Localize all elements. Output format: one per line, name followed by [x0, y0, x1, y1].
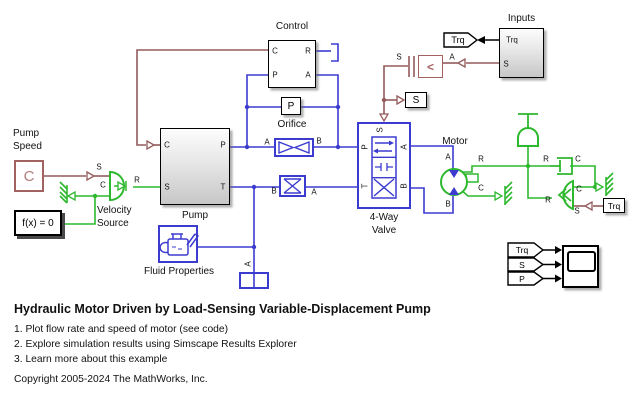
damper-icon[interactable] — [550, 157, 573, 175]
check-valve-icon[interactable] — [279, 175, 306, 197]
scope-tag-p-label[interactable]: P — [519, 273, 525, 284]
port-label-b: B — [399, 183, 409, 189]
pump-subsystem-block[interactable] — [160, 128, 230, 205]
trq-from-label: Trq — [607, 200, 621, 211]
velocity-source-label: Velocity Source — [97, 205, 132, 229]
port-label-r: R — [543, 154, 549, 164]
port-label-p: P — [220, 140, 226, 150]
port-label-a: A — [445, 152, 451, 162]
ps-converter-glyph: < — [426, 59, 434, 74]
torque-source-icon[interactable] — [557, 179, 574, 211]
pressure-sensor-letter: P — [287, 100, 295, 112]
port-label-c: C — [100, 180, 106, 190]
fluid-properties-label: Fluid Properties — [143, 266, 215, 277]
rotational-reference-left-icon[interactable] — [59, 181, 76, 204]
scope-tag-trq-shape — [507, 242, 545, 258]
fluid-properties-block[interactable] — [158, 225, 198, 263]
port-label-a: A — [311, 187, 317, 197]
inertia-icon[interactable] — [517, 113, 539, 147]
physical-signal-arrows — [86, 57, 593, 212]
note-item-2[interactable]: 2. Explore simulation results using Sims… — [14, 339, 297, 350]
rotational-reference-motor-icon[interactable] — [494, 181, 513, 205]
port-label-c: C — [164, 140, 170, 150]
port-label-a: A — [264, 137, 270, 147]
port-label-b: B — [445, 199, 451, 209]
valve-label: 4-Way Valve — [369, 212, 399, 236]
hydraulic-wires — [198, 43, 454, 273]
signal-wires — [485, 39, 555, 280]
port-label-c: C — [575, 154, 581, 164]
motor-icon[interactable] — [440, 168, 479, 196]
scope-screen-icon — [567, 251, 596, 272]
port-label-a: A — [449, 52, 455, 62]
port-label-b: B — [271, 186, 277, 196]
control-label: Control — [275, 21, 309, 32]
control-subsystem-block[interactable] — [268, 40, 316, 88]
port-label-s: S — [164, 182, 170, 192]
port-label-p: P — [272, 70, 278, 80]
port-label-b: B — [316, 136, 322, 146]
motor-label: Motor — [442, 136, 468, 147]
port-label-t: T — [360, 183, 370, 189]
signal-arrowheads — [477, 36, 562, 283]
trq-goto-tag-shape — [443, 32, 479, 48]
port-label-a: A — [243, 261, 253, 267]
port-label-s: S — [503, 59, 509, 69]
scope-block[interactable] — [562, 245, 599, 288]
port-label-r: R — [305, 46, 311, 56]
hydraulic-reference-icon[interactable] — [239, 272, 269, 289]
port-label-a: A — [399, 144, 409, 150]
trq-goto-label[interactable]: Trq — [451, 35, 465, 45]
port-label-s: S — [396, 52, 402, 62]
port-label-p: P — [360, 144, 370, 150]
port-label-c: C — [478, 183, 484, 193]
pressure-sensor-block[interactable]: P — [281, 97, 301, 115]
port-label-c: C — [576, 184, 582, 194]
scope-tag-s-label[interactable]: S — [519, 259, 525, 270]
oil-can-icon — [159, 233, 200, 256]
note-item-1[interactable]: 1. Plot flow rate and speed of motor (se… — [14, 324, 229, 335]
ps-converter-block[interactable]: < — [418, 55, 443, 78]
port-label-trq: Trq — [506, 35, 518, 45]
scope-tag-s-shape — [507, 257, 545, 272]
four-way-valve-icon[interactable] — [357, 122, 411, 209]
orifice-label: Orifice — [277, 119, 307, 130]
solver-configuration-block[interactable]: f(x) = 0 — [14, 210, 62, 236]
port-label-r: R — [545, 195, 551, 205]
rotational-reference-right-icon[interactable] — [595, 172, 614, 196]
inputs-subsystem-block[interactable] — [499, 28, 544, 78]
port-label-s: S — [96, 162, 102, 172]
pump-speed-source-block[interactable]: C — [14, 160, 44, 192]
physical-signal-wires — [44, 49, 603, 207]
velocity-source-icon[interactable] — [109, 170, 127, 202]
port-label-a: A — [305, 70, 311, 80]
inputs-label: Inputs — [507, 13, 536, 24]
hydraulic-junction-dots — [244, 104, 341, 250]
model-title: Hydraulic Motor Driven by Load-Sensing V… — [14, 302, 431, 316]
port-label-r: R — [478, 154, 484, 164]
orifice-icon[interactable] — [274, 138, 314, 157]
junction-dot — [381, 97, 387, 103]
mechanical-wires — [62, 146, 596, 225]
s-goto-letter: S — [412, 94, 420, 106]
note-item-3[interactable]: 3. Learn more about this example — [14, 354, 168, 365]
pump-label: Pump — [181, 210, 209, 221]
pump-speed-label: Pump Speed — [13, 128, 42, 152]
trq-from-tag-block[interactable]: Trq — [603, 198, 625, 213]
port-label-s: S — [574, 206, 580, 216]
copyright-text: Copyright 2005-2024 The MathWorks, Inc. — [14, 374, 208, 385]
scope-tag-trq-label[interactable]: Trq — [515, 245, 529, 255]
solver-label: f(x) = 0 — [22, 217, 54, 229]
port-label-c: C — [272, 46, 278, 56]
scope-tag-p-shape — [507, 271, 545, 286]
s-goto-tag-block[interactable]: S — [405, 92, 427, 108]
goto-tag-shapes[interactable] — [443, 32, 545, 286]
port-label-s: S — [375, 127, 385, 133]
port-label-t: T — [220, 182, 226, 192]
pump-speed-letter: C — [23, 167, 35, 185]
port-label-r: R — [134, 175, 140, 185]
